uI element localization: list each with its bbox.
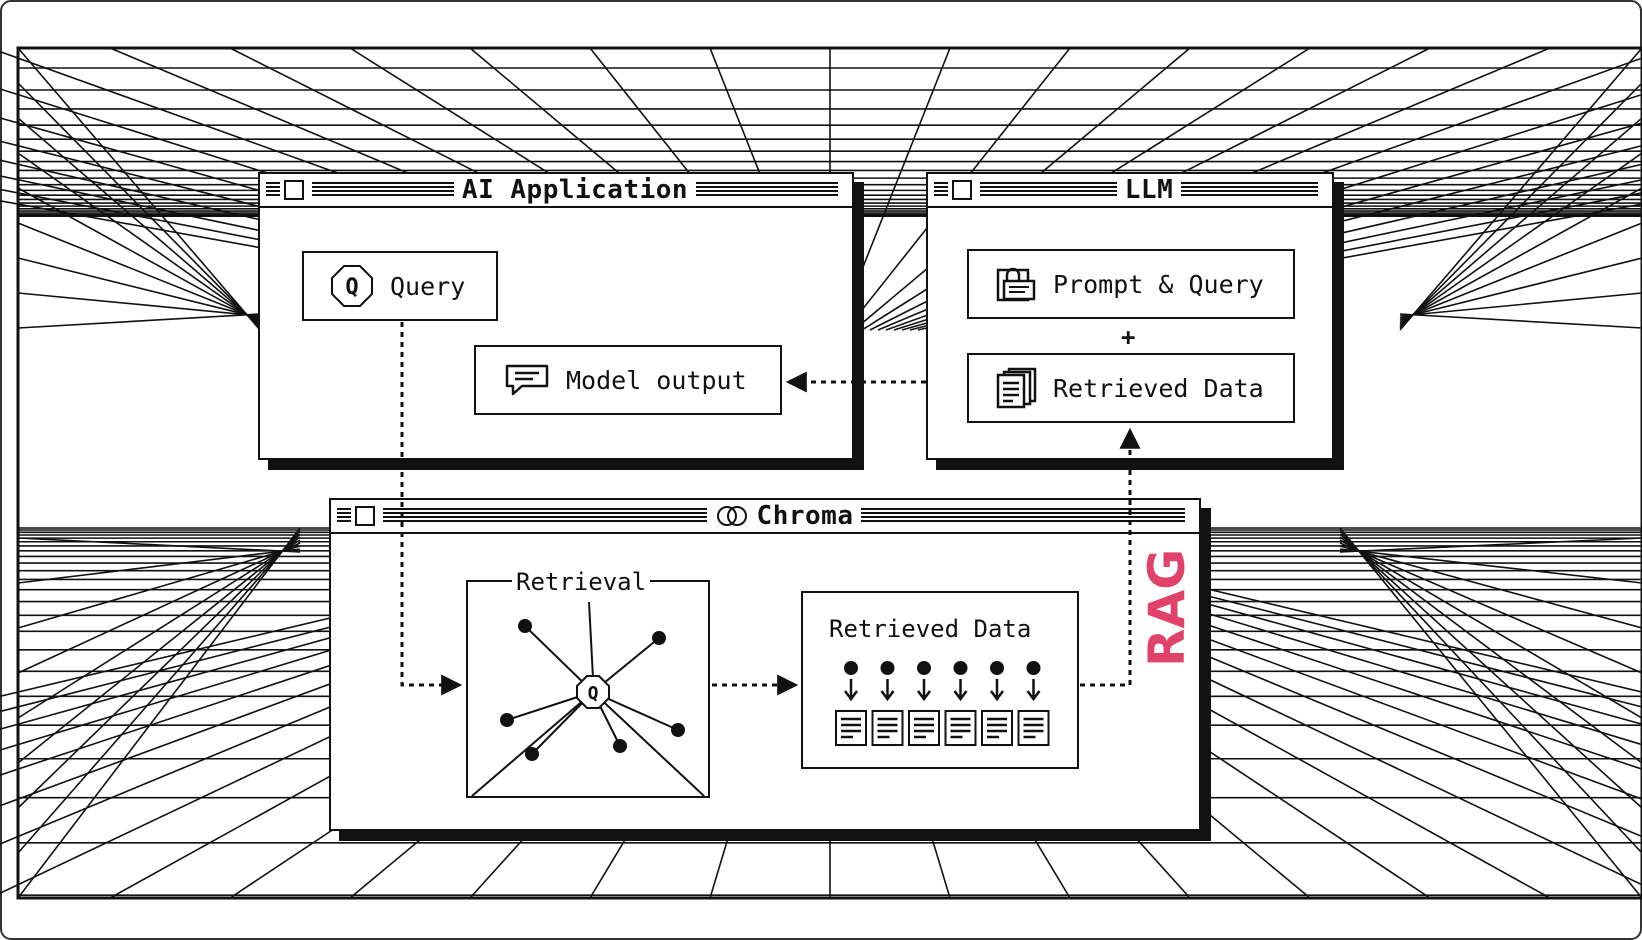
retrieved-data-chroma-label: Retrieved Data xyxy=(825,615,1036,643)
document-dot xyxy=(880,661,895,675)
document-icon xyxy=(944,710,977,746)
retrieved-data-chroma-box[interactable]: Retrieved Data xyxy=(801,591,1079,769)
window-close-box[interactable] xyxy=(355,506,375,526)
retrieved-data-llm-label: Retrieved Data xyxy=(1053,373,1264,403)
document-arrow xyxy=(917,679,931,702)
svg-text:Q: Q xyxy=(588,683,599,704)
prompt-query-node[interactable]: Prompt & Query xyxy=(967,249,1295,319)
model-output-node[interactable]: Model output xyxy=(474,345,782,415)
document-arrow xyxy=(953,679,968,702)
query-node[interactable]: Q Query xyxy=(302,251,498,321)
document-icon xyxy=(835,710,867,746)
document-arrow xyxy=(990,679,1004,702)
documents-icon xyxy=(995,367,1039,409)
llm-titlebar: LLM xyxy=(928,174,1332,208)
chat-bubble-icon xyxy=(504,363,550,397)
prompt-lock-icon xyxy=(995,264,1039,304)
retrieval-label: Retrieval xyxy=(512,568,651,596)
svg-text:Q: Q xyxy=(345,275,358,300)
window-close-box[interactable] xyxy=(952,180,972,200)
document-arrow xyxy=(844,679,858,702)
document-dot xyxy=(990,661,1004,675)
prompt-query-label: Prompt & Query xyxy=(1053,269,1264,299)
retrieval-query-node xyxy=(576,675,610,709)
menu-lines-icon xyxy=(337,508,351,524)
query-label: Query xyxy=(390,271,466,301)
ai-application-title: AI Application xyxy=(461,175,689,205)
document-icon xyxy=(908,710,940,746)
document-icon xyxy=(871,710,904,746)
document-dot xyxy=(844,661,858,675)
retrieval-graph: Q xyxy=(471,601,705,796)
document-dot xyxy=(1026,661,1041,675)
document-arrow xyxy=(880,679,895,702)
menu-lines-icon xyxy=(266,182,280,198)
retrieval-box[interactable]: Q Retrieval xyxy=(466,568,710,798)
document-arrow xyxy=(1026,679,1041,702)
document-dot xyxy=(917,661,931,675)
ai-application-titlebar: AI Application xyxy=(260,174,852,208)
menu-lines-icon xyxy=(934,182,948,198)
retrieved-data-llm-node[interactable]: Retrieved Data xyxy=(967,353,1295,423)
llm-title: LLM xyxy=(1124,175,1174,205)
chroma-titlebar: Chroma xyxy=(331,500,1199,534)
document-icon xyxy=(981,710,1013,746)
model-output-label: Model output xyxy=(566,365,747,395)
retrieved-documents xyxy=(835,661,1050,746)
rag-label: RAG xyxy=(1138,548,1196,667)
chroma-title: Chroma xyxy=(756,501,854,531)
window-close-box[interactable] xyxy=(284,180,304,200)
document-dot xyxy=(953,661,968,675)
plus-sign: + xyxy=(1121,323,1136,351)
chroma-logo-icon xyxy=(715,505,749,527)
query-q-icon: Q xyxy=(330,264,374,308)
document-icon xyxy=(1017,710,1050,746)
